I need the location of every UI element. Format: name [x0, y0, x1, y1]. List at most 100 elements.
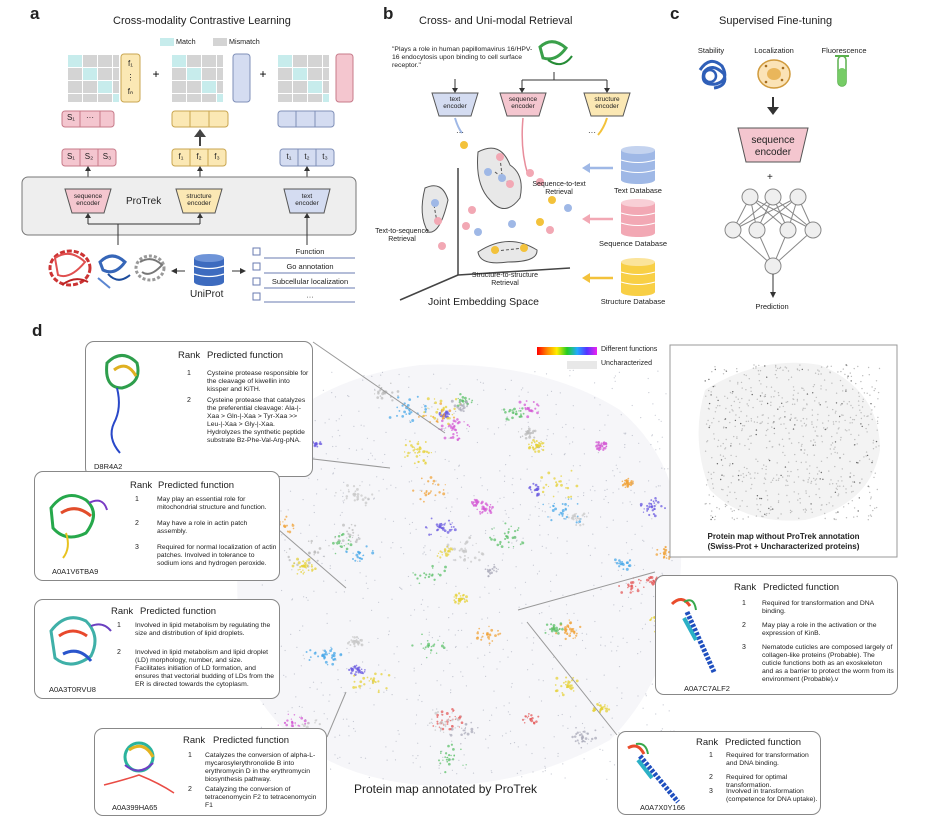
map-point	[530, 719, 534, 723]
map-point	[641, 525, 643, 527]
map-point	[436, 713, 439, 717]
inset-map-point	[759, 497, 761, 500]
inset-map-point	[810, 503, 812, 505]
map-point	[552, 495, 555, 498]
map-point	[432, 644, 435, 647]
map-point	[580, 746, 583, 749]
map-point	[520, 413, 522, 415]
map-point	[446, 536, 448, 538]
map-point	[541, 442, 544, 445]
map-point	[530, 441, 533, 444]
map-point	[577, 619, 579, 621]
inset-map-point	[732, 391, 734, 393]
map-point	[423, 572, 426, 575]
map-point	[622, 502, 624, 504]
inset-map-point	[746, 505, 748, 508]
map-point	[515, 410, 518, 413]
inset-map-point	[753, 477, 756, 479]
map-point	[404, 517, 406, 519]
map-point	[479, 512, 482, 515]
map-point	[537, 485, 540, 488]
map-point	[573, 735, 577, 738]
map-point	[322, 649, 324, 651]
map-point	[568, 627, 572, 631]
map-point	[313, 710, 315, 712]
map-point	[551, 509, 555, 512]
inset-map-point	[841, 480, 843, 482]
map-point	[512, 477, 514, 479]
map-point	[467, 556, 470, 559]
map-point	[573, 630, 576, 634]
map-point	[578, 520, 582, 523]
inset-map-point	[724, 503, 727, 506]
map-point	[605, 480, 607, 482]
inset-map-point	[714, 518, 716, 521]
map-point	[415, 528, 417, 530]
inset-map-point	[875, 440, 878, 443]
map-point	[416, 442, 420, 446]
map-point	[465, 399, 467, 401]
map-point	[566, 685, 569, 688]
inset-map-point	[788, 501, 791, 503]
map-point	[652, 579, 655, 582]
inset-map-point	[839, 485, 841, 487]
map-point	[487, 428, 489, 430]
map-point	[449, 547, 453, 551]
map-point	[351, 528, 354, 532]
map-point	[604, 424, 606, 426]
map-point	[658, 419, 660, 421]
map-point	[439, 550, 442, 553]
map-point	[348, 652, 350, 654]
map-point	[379, 395, 382, 397]
map-point	[542, 486, 545, 489]
map-point	[642, 511, 645, 513]
inset-map-point	[811, 414, 814, 416]
inset-map-point	[779, 366, 782, 369]
inset-map-point	[746, 415, 748, 417]
map-point	[390, 382, 392, 385]
map-point	[429, 476, 433, 479]
map-point	[605, 495, 607, 498]
inset-map-point	[761, 392, 763, 394]
map-point	[288, 558, 291, 562]
map-point	[497, 427, 500, 429]
inset-map-point	[875, 506, 878, 509]
inset-map-point	[757, 508, 759, 511]
map-point	[592, 533, 594, 535]
inset-map-point	[805, 509, 807, 511]
map-point	[572, 441, 574, 443]
map-point	[358, 410, 360, 412]
map-point	[565, 497, 567, 499]
map-point	[335, 542, 337, 544]
task-fluorescence: Fluorescence	[821, 46, 867, 55]
c-sequence-encoder-block	[737, 127, 809, 163]
map-point	[559, 511, 562, 514]
uniprot-label: UniProt	[190, 289, 224, 300]
map-point	[406, 454, 409, 458]
inset-map-point	[784, 454, 786, 457]
map-point	[453, 599, 456, 602]
map-point	[627, 552, 629, 554]
inset-map-point	[847, 375, 849, 377]
map-point	[329, 649, 332, 653]
inset-map-point	[799, 497, 801, 500]
inset-map-point	[810, 482, 812, 484]
map-backdrop	[237, 364, 682, 786]
map-point	[293, 673, 295, 675]
inset-map-point	[796, 368, 799, 370]
inset-map-point	[871, 461, 873, 464]
map-point	[661, 436, 663, 438]
map-point	[486, 489, 489, 491]
inset-map-point	[875, 446, 877, 448]
inset-map-point	[763, 464, 765, 466]
inset-map-point	[839, 457, 841, 459]
map-point	[460, 743, 462, 745]
map-point	[313, 457, 315, 459]
text-token-1: t₁	[286, 152, 292, 161]
protein-structure-icon	[103, 741, 175, 794]
map-point	[434, 725, 437, 728]
map-point	[420, 663, 423, 665]
inset-map-point	[815, 478, 818, 480]
map-point	[562, 627, 564, 629]
